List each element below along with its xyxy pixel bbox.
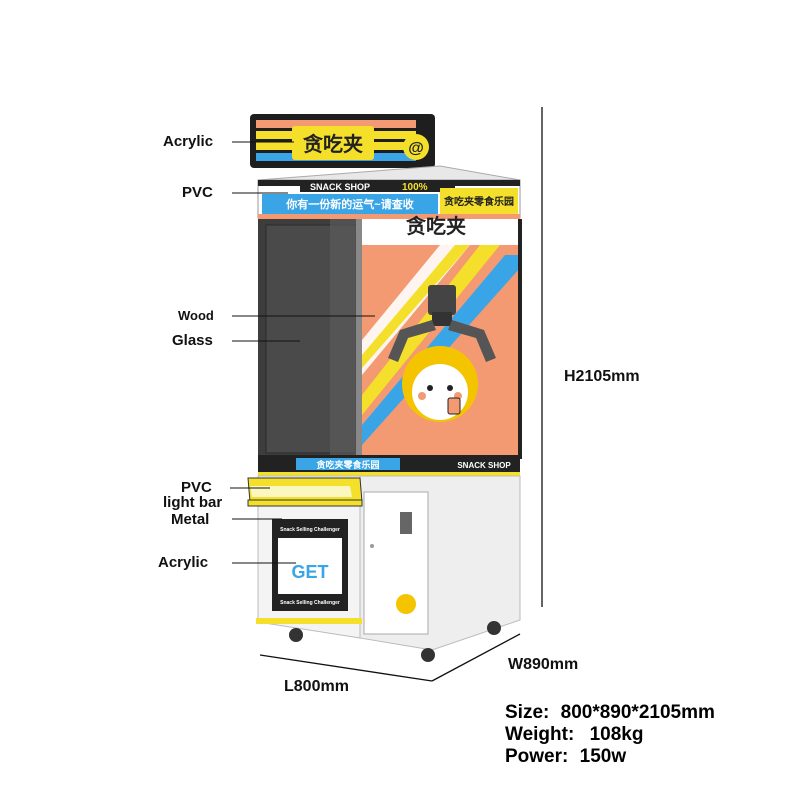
spec-weight-value: 108kg bbox=[589, 724, 644, 745]
callout-lines bbox=[230, 141, 375, 564]
callout-acrylic-top: Acrylic bbox=[163, 133, 214, 150]
dimension-length: L800mm bbox=[284, 678, 349, 695]
graphic-panel: 贪吃夹 bbox=[362, 214, 522, 459]
ledge-text: 贪吃夹零食乐园 bbox=[315, 459, 379, 470]
dimension-width: W890mm bbox=[508, 656, 579, 673]
spec-size-label: Size: bbox=[505, 702, 550, 723]
percent-text: 100% bbox=[402, 182, 428, 193]
header-box: SNACK SHOP 100% 你有一份新的运气~请查收 贪吃夹零食乐园 bbox=[257, 165, 521, 219]
prize-window: Snack Selling Challenger GET Snack Selli… bbox=[272, 519, 348, 611]
spec-weight-label: Weight: bbox=[505, 724, 575, 745]
spec-size: Size: 800*890*2105mm bbox=[505, 702, 715, 724]
dimension-height: H2105mm bbox=[564, 368, 640, 385]
callout-acrylic-bottom: Acrylic bbox=[158, 554, 209, 571]
snack-shop-text: SNACK SHOP bbox=[310, 182, 370, 192]
prize-bottom-text: Snack Selling Challenger bbox=[280, 600, 340, 606]
banner-left-text: 你有一份新的运气~请查收 bbox=[285, 197, 413, 211]
spec-power-value: 150w bbox=[579, 746, 627, 767]
callout-metal: Metal bbox=[171, 511, 210, 528]
prize-top-text: Snack Selling Challenger bbox=[280, 527, 340, 533]
callout-glass: Glass bbox=[172, 332, 213, 349]
ledge-snack-text: SNACK SHOP bbox=[457, 461, 511, 470]
callout-pvc-bottom: PVC bbox=[181, 479, 212, 496]
spec-power: Power: 150w bbox=[505, 746, 626, 768]
spec-weight: Weight: 108kg bbox=[505, 724, 643, 746]
ledge: 贪吃夹零食乐园 SNACK SHOP bbox=[258, 455, 520, 476]
brand-top-text: 贪吃夹 bbox=[303, 132, 363, 156]
brand-panel-text: 贪吃夹 bbox=[406, 214, 466, 238]
banner-right-text: 贪吃夹零食乐园 bbox=[443, 195, 514, 208]
dimension-lines bbox=[259, 107, 543, 682]
light-bar bbox=[247, 477, 363, 507]
callout-pvc-top: PVC bbox=[182, 184, 213, 201]
at-symbol: @ bbox=[408, 140, 424, 157]
spec-power-label: Power: bbox=[505, 746, 569, 767]
prize-big-text: GET bbox=[291, 562, 328, 582]
callout-wood: Wood bbox=[178, 308, 214, 323]
wheels bbox=[289, 621, 501, 662]
callout-light-bar: light bar bbox=[163, 494, 223, 511]
glass-body bbox=[258, 219, 362, 459]
spec-size-value: 800*890*2105mm bbox=[560, 702, 715, 723]
top-sign: 贪吃夹 @ bbox=[250, 114, 435, 168]
